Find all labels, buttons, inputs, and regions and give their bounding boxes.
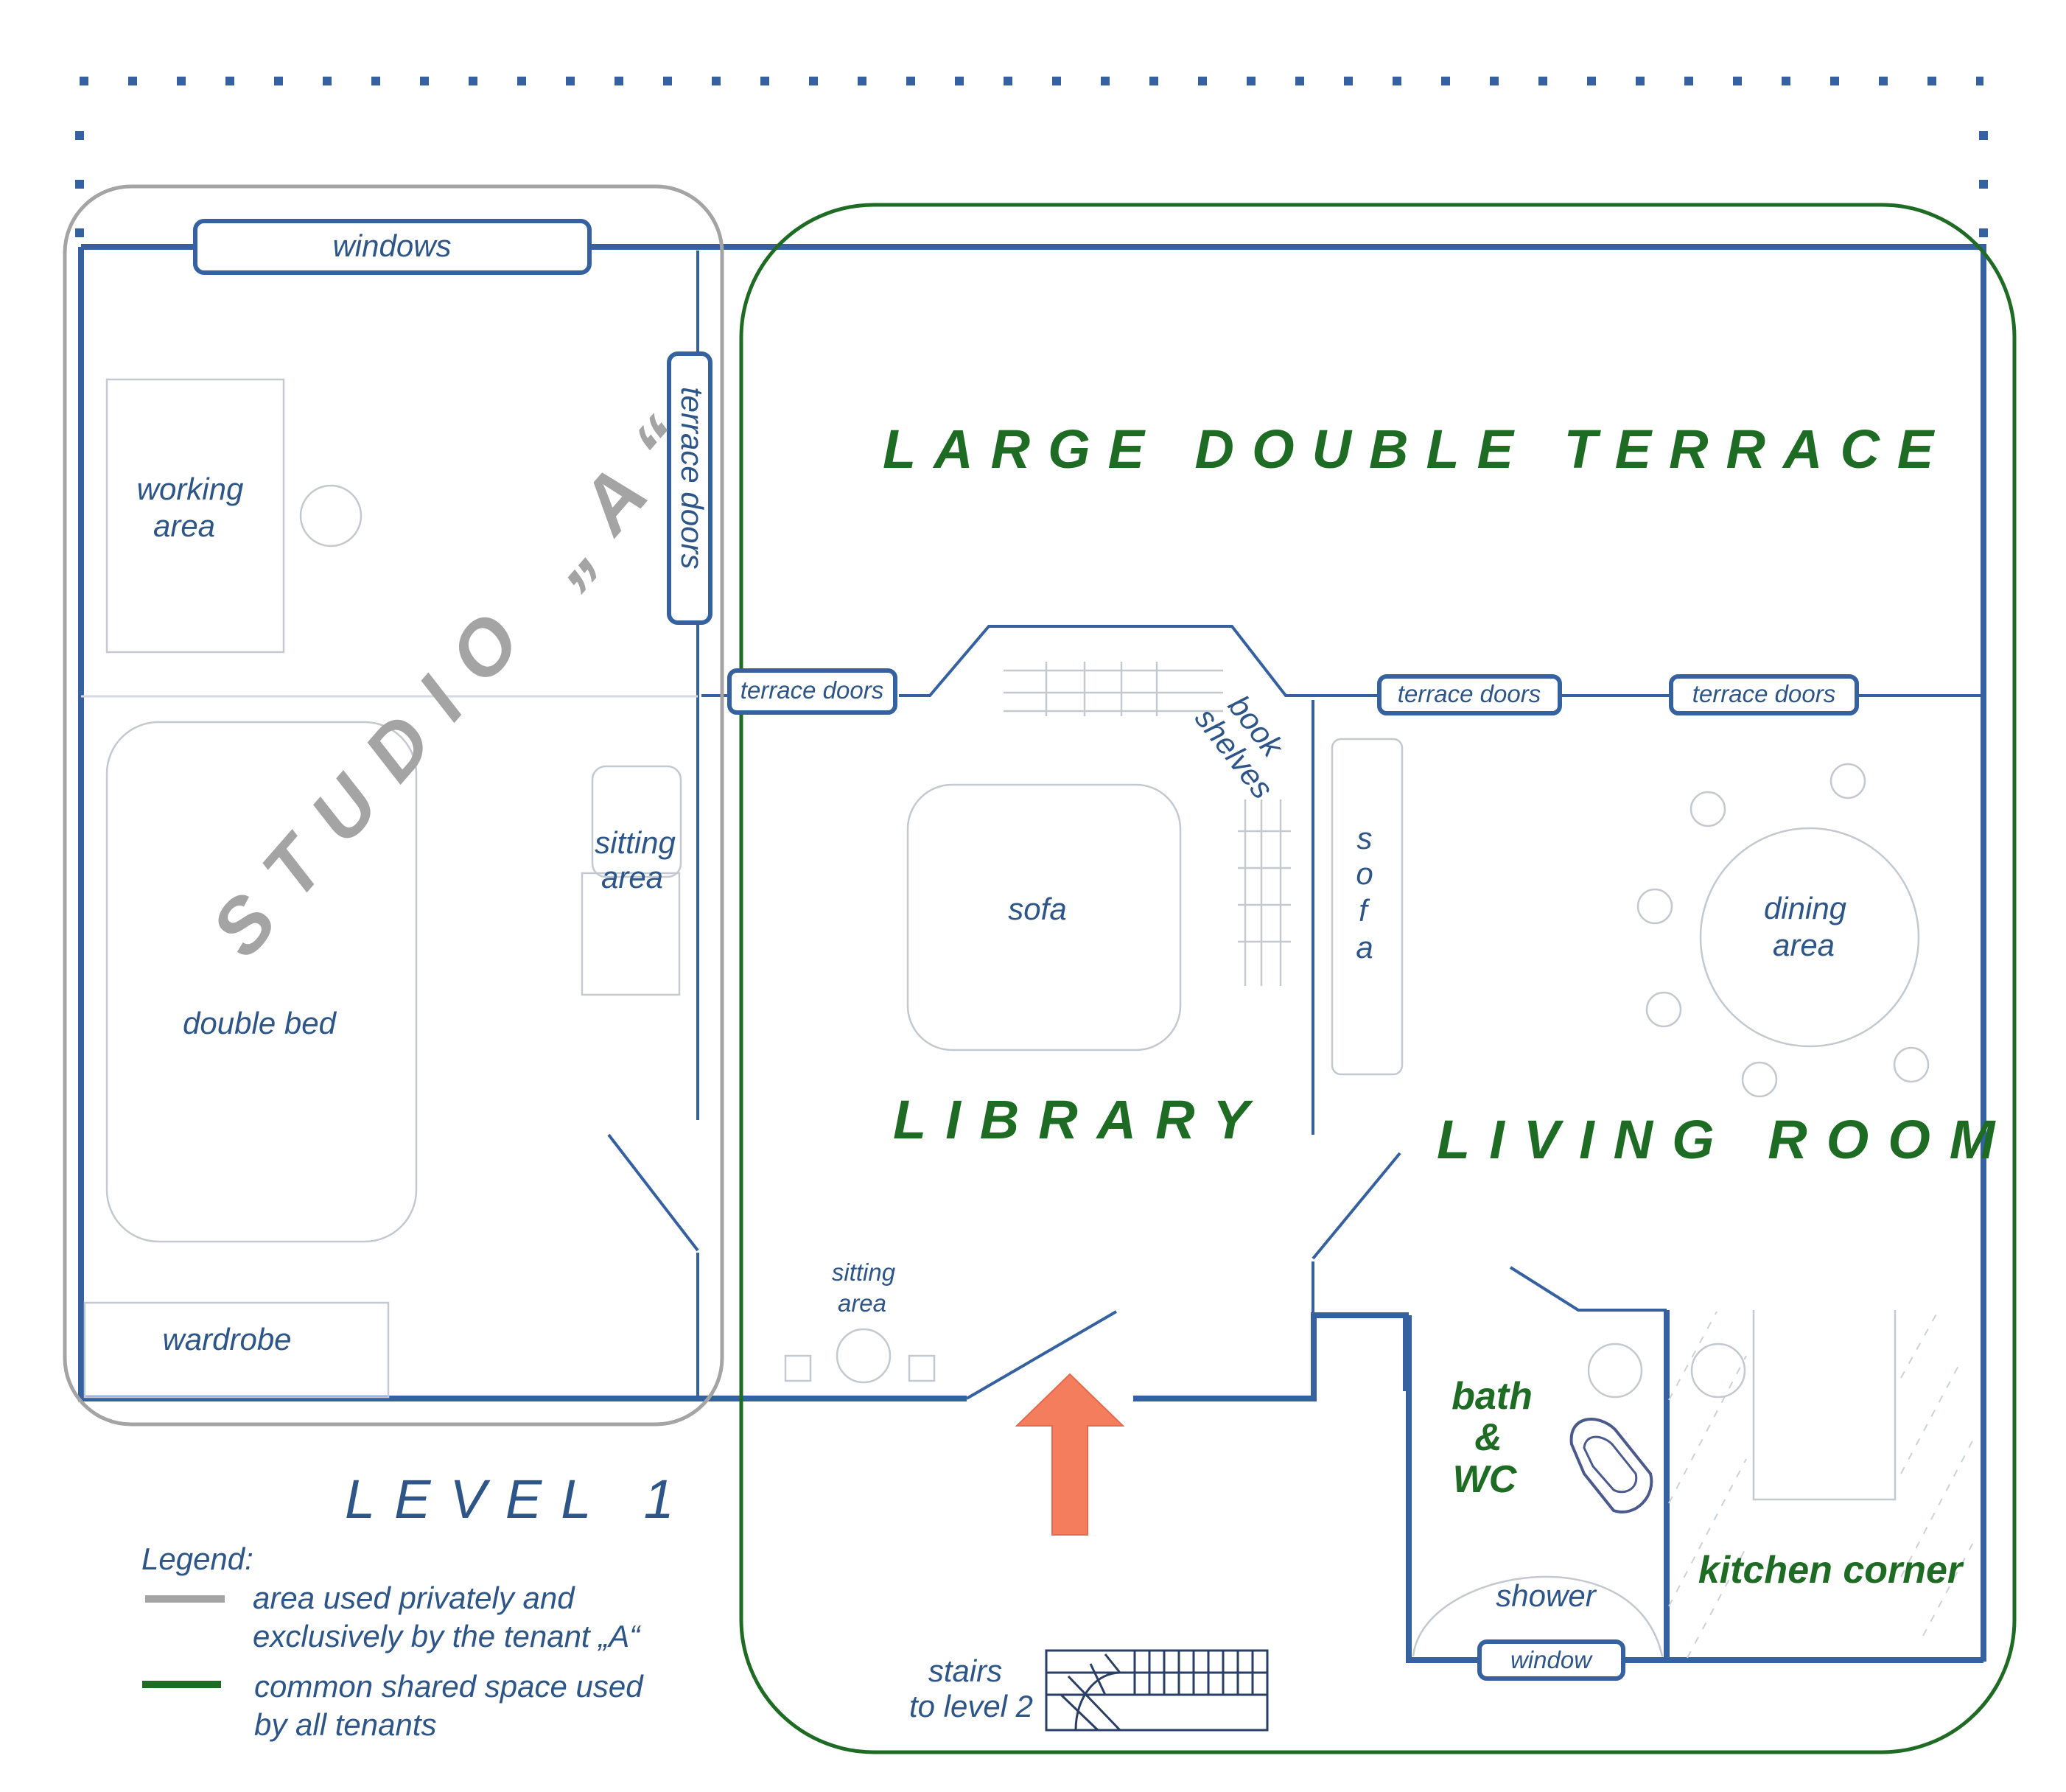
large-double-terrace-label: LARGE DOUBLE TERRACE (883, 419, 1951, 480)
terrace-doors-1-tag: terrace doors (727, 668, 897, 715)
sitting-area-right-label-2: area (601, 860, 663, 895)
bath-label-3: WC (1453, 1458, 1518, 1501)
legend-shared-line1: common shared space used (254, 1669, 644, 1704)
small-window-label: window (1510, 1646, 1593, 1673)
dining-area-label-2: area (1773, 928, 1835, 962)
living-room-label: LIVING ROOM (1437, 1109, 2014, 1170)
shared-area-outline (739, 203, 2017, 1754)
stairs-label-2: to level 2 (909, 1689, 1033, 1723)
level-label: LEVEL 1 (345, 1469, 693, 1530)
furniture (83, 378, 1975, 1732)
bath-label-2: & (1474, 1416, 1502, 1459)
kitchen-hatch (1668, 1311, 1975, 1659)
terrace-doors-3-label: terrace doors (1692, 680, 1835, 707)
sofa-vertical-a: a (1356, 930, 1373, 965)
upper-level-outline (75, 77, 1988, 243)
sofa-library-label: sofa (1008, 892, 1066, 926)
library-label: LIBRARY (893, 1089, 1269, 1150)
double-bed-label: double bed (183, 1006, 337, 1040)
legend: Legend: area used privately and exclusiv… (141, 1541, 644, 1742)
legend-private-line2: exclusively by the tenant „A“ (253, 1619, 641, 1653)
sitting-area-right-label-1: sitting (595, 825, 676, 860)
stairs-icon (1045, 1649, 1269, 1732)
working-area-label-1: working (137, 472, 244, 506)
sitting-area-bottom-label-2: area (838, 1289, 886, 1317)
walls (78, 244, 1986, 1663)
terrace-doors-vertical-label: terrace doors (675, 387, 710, 569)
stairs-label-1: stairs (928, 1653, 1002, 1688)
terrace-doors-vertical-tag: terrace doors (667, 351, 712, 625)
sofa-vertical-s: s (1357, 821, 1373, 855)
toilet-icon (1569, 1418, 1653, 1513)
kitchen-corner-label: kitchen corner (1698, 1549, 1964, 1592)
sofa-vertical-o: o (1356, 856, 1373, 891)
wardrobe-label: wardrobe (162, 1322, 291, 1357)
windows-tag: windows (193, 219, 592, 275)
terrace-doors-3-tag: terrace doors (1669, 674, 1859, 715)
terrace-doors-1-label: terrace doors (740, 676, 883, 704)
sofa-vertical-f: f (1359, 893, 1370, 928)
legend-shared-line2: by all tenants (254, 1707, 437, 1742)
windows-label: windows (332, 228, 451, 263)
bath-label-1: bath (1452, 1375, 1533, 1418)
sitting-area-bottom-label-1: sitting (832, 1259, 896, 1286)
private-area-outline (63, 184, 724, 1427)
legend-title: Legend: (141, 1541, 253, 1576)
small-window-tag: window (1477, 1639, 1625, 1681)
dining-area-label-1: dining (1764, 891, 1846, 925)
terrace-doors-2-label: terrace doors (1398, 680, 1541, 707)
shower-label: shower (1496, 1578, 1597, 1613)
entrance-arrow-icon (1015, 1373, 1125, 1536)
working-area-label-2: area (153, 508, 215, 543)
terrace-doors-2-tag: terrace doors (1377, 674, 1562, 715)
legend-private-line1: area used privately and (253, 1581, 575, 1615)
